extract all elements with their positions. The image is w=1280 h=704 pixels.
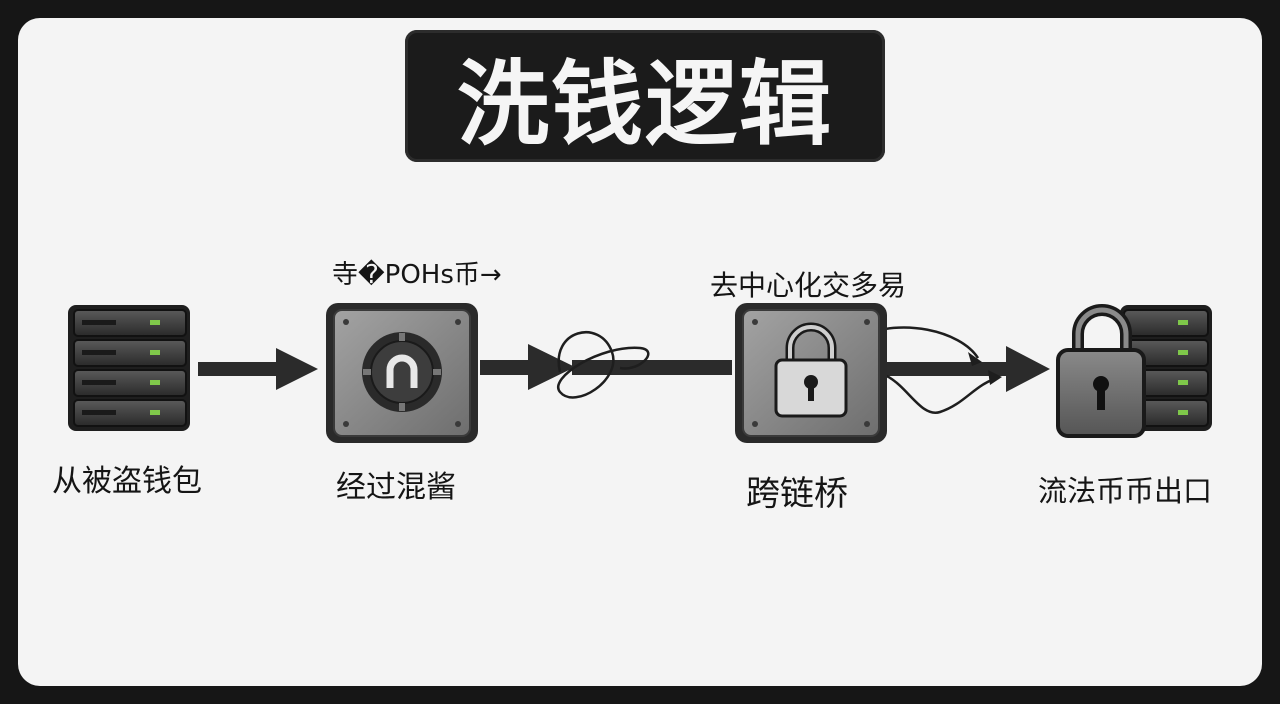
mixer-box (326, 303, 478, 443)
title-banner: 洗钱逻辑 (405, 30, 885, 162)
arrow-mixer-to-bridge (480, 331, 732, 399)
server-stack-icon (68, 305, 190, 431)
node-label-bridge: 跨链桥 (746, 474, 848, 514)
padlock-icon (774, 322, 848, 418)
locked-server-icon (1056, 304, 1212, 438)
tangled-path-icon (557, 331, 650, 399)
arrow-wallet-to-mixer (198, 348, 318, 390)
bridge-top-label: 去中心化交多易 (710, 269, 907, 302)
node-label-exit: 流法币币出口 (1038, 474, 1213, 508)
mixer-top-label: 寺�POHs币→ (332, 260, 502, 290)
node-label-wallet: 从被盗钱包 (52, 464, 202, 499)
diagram-title: 洗钱逻辑 (456, 50, 833, 158)
mixer-coin-icon (362, 332, 442, 412)
node-label-mixer: 经过混酱 (336, 470, 456, 505)
bridge-box (735, 303, 887, 443)
